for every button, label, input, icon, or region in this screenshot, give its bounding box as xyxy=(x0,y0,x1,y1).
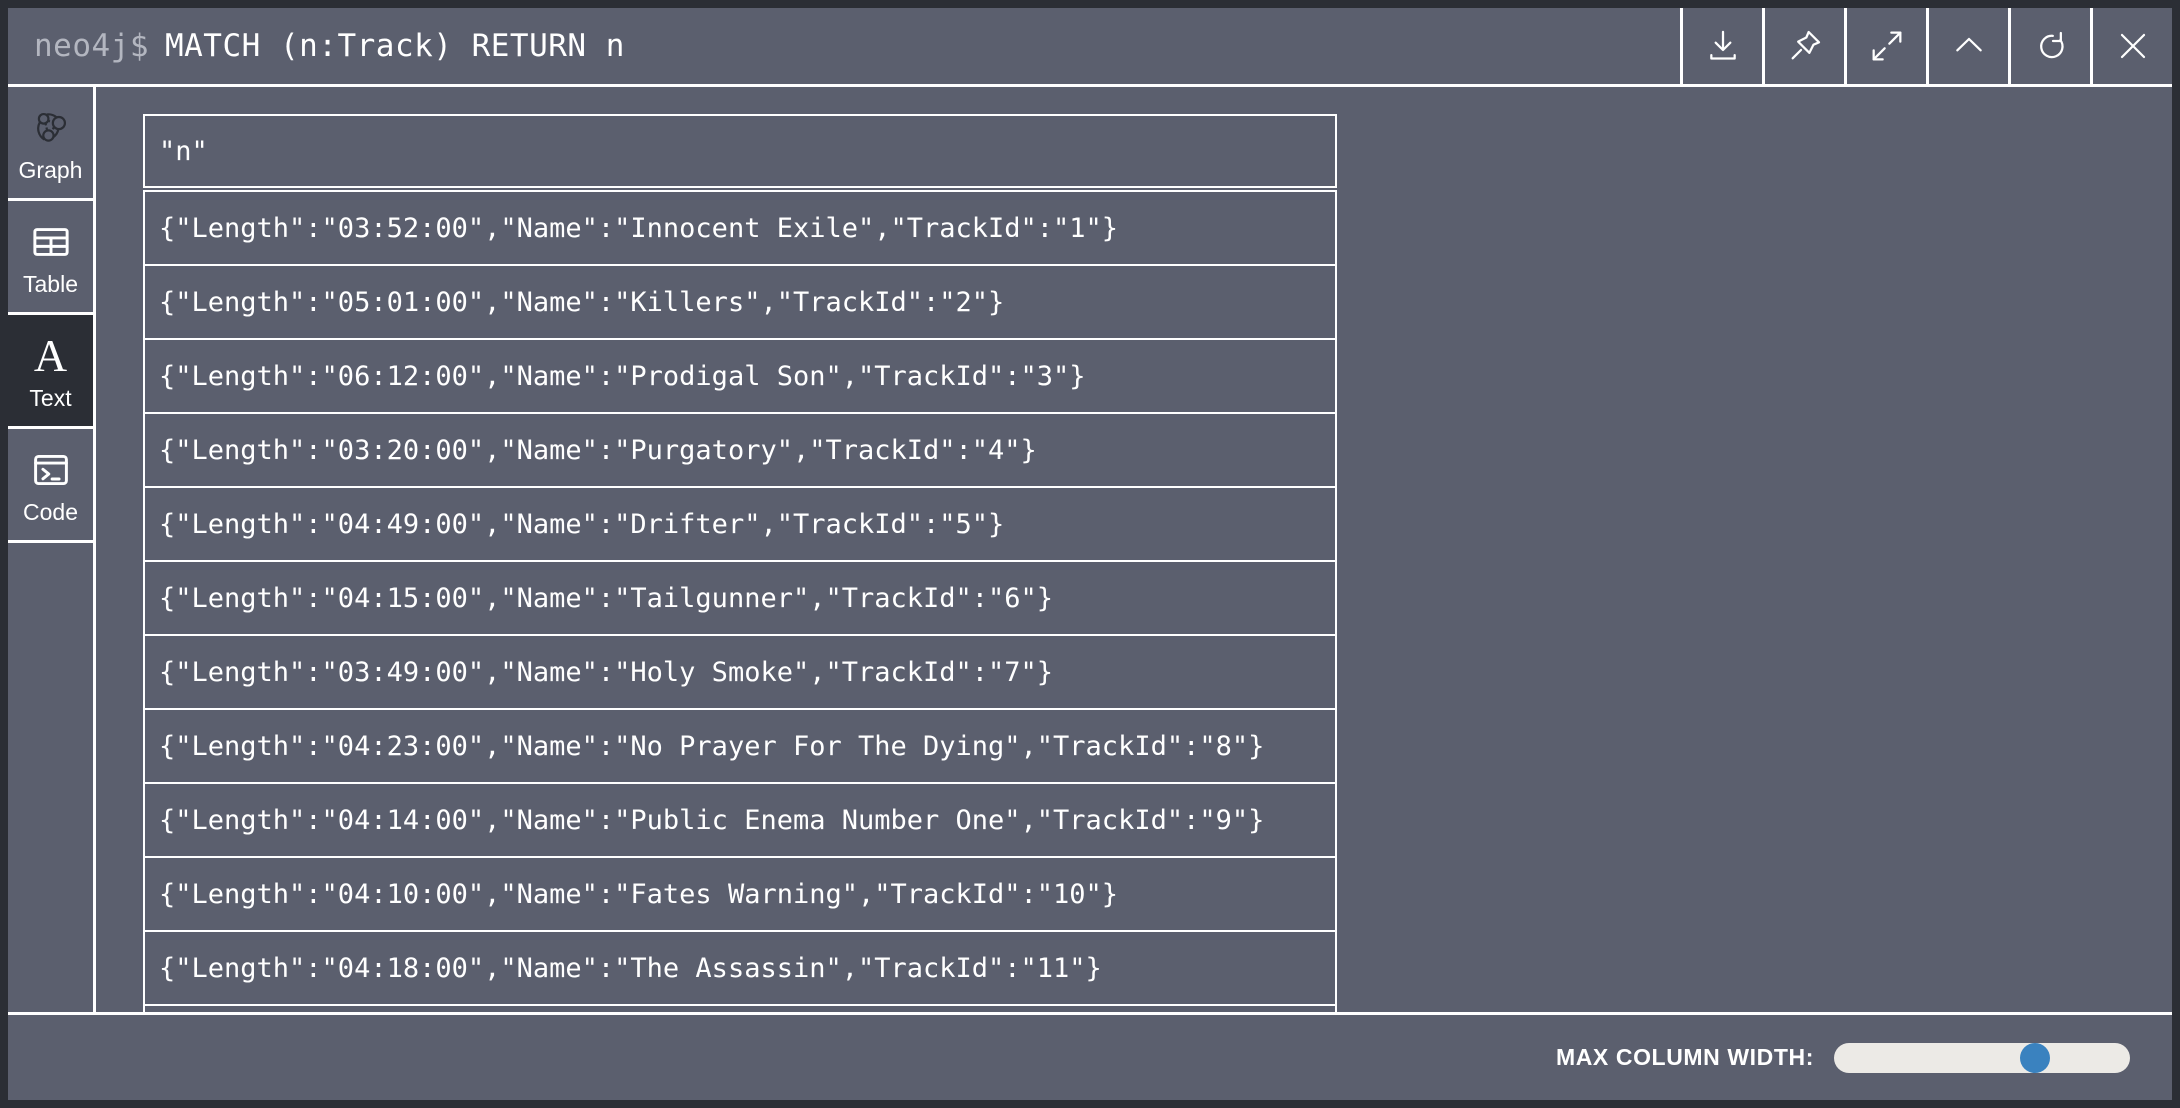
expand-icon xyxy=(1867,26,1907,66)
table-row: {"Length":"04:23:00","Name":"No Prayer F… xyxy=(143,708,1337,784)
view-switcher-sidebar: Graph Table A Text xyxy=(8,87,96,1012)
table-cell: {"Length":"03:52:00","Name":"Innocent Ex… xyxy=(143,188,1337,266)
query-display[interactable]: neo4j$ MATCH (n:Track) RETURN n xyxy=(8,8,1680,84)
close-button[interactable] xyxy=(2090,8,2172,84)
sidebar-item-code[interactable]: Code xyxy=(8,429,93,543)
query-text: MATCH (n:Track) RETURN n xyxy=(164,28,625,64)
sidebar-item-graph-label: Graph xyxy=(18,156,83,183)
table-row: {"Length":"04:15:00","Name":"Tailgunner"… xyxy=(143,560,1337,636)
text-result-scroll[interactable]: "n" {"Length":"03:52:00","Name":"Innocen… xyxy=(143,114,2172,1012)
table-cell: {"Length":"04:49:00","Name":"Drifter","T… xyxy=(143,486,1337,562)
text-result-pane: "n" {"Length":"03:52:00","Name":"Innocen… xyxy=(96,87,2172,1012)
max-column-width-slider[interactable] xyxy=(1834,1042,2130,1073)
table-row: {"Length":"06:12:00","Name":"Prodigal So… xyxy=(143,338,1337,414)
table-cell xyxy=(143,1004,1337,1012)
table-cell: {"Length":"03:20:00","Name":"Purgatory",… xyxy=(143,412,1337,488)
table-row: {"Length":"03:49:00","Name":"Holy Smoke"… xyxy=(143,634,1337,710)
table-row: {"Length":"03:52:00","Name":"Innocent Ex… xyxy=(143,188,1337,266)
table-header-row: "n" xyxy=(143,114,1337,192)
download-button[interactable] xyxy=(1680,8,1762,84)
expand-button[interactable] xyxy=(1844,8,1926,84)
table-row: {"Length":"04:14:00","Name":"Public Enem… xyxy=(143,782,1337,858)
text-result-table: "n" {"Length":"03:52:00","Name":"Innocen… xyxy=(143,114,1337,1012)
table-cell: {"Length":"04:18:00","Name":"The Assassi… xyxy=(143,930,1337,1006)
sidebar-item-text-label: Text xyxy=(29,384,72,411)
sidebar-item-text[interactable]: A Text xyxy=(8,315,93,429)
table-cell: {"Length":"04:23:00","Name":"No Prayer F… xyxy=(143,708,1337,784)
table-row: {"Length":"04:10:00","Name":"Fates Warni… xyxy=(143,856,1337,932)
table-cell: {"Length":"04:15:00","Name":"Tailgunner"… xyxy=(143,560,1337,636)
query-prompt: neo4j$ xyxy=(34,28,149,64)
table-cell: {"Length":"04:10:00","Name":"Fates Warni… xyxy=(143,856,1337,932)
text-icon: A xyxy=(33,329,68,381)
graph-icon xyxy=(29,104,73,152)
titlebar-actions xyxy=(1680,8,2172,84)
result-footer: MAX COLUMN WIDTH: xyxy=(8,1012,2172,1100)
result-frame-titlebar: neo4j$ MATCH (n:Track) RETURN n xyxy=(8,8,2172,87)
rerun-button[interactable] xyxy=(2008,8,2090,84)
table-row: {"Length":"04:18:00","Name":"The Assassi… xyxy=(143,930,1337,1006)
collapse-button[interactable] xyxy=(1926,8,2008,84)
pin-icon xyxy=(1785,26,1825,66)
sidebar-item-table-label: Table xyxy=(23,270,78,297)
chevron-up-icon xyxy=(1949,26,1989,66)
table-row xyxy=(143,1004,1337,1012)
pin-button[interactable] xyxy=(1762,8,1844,84)
sidebar-item-graph[interactable]: Graph xyxy=(8,87,93,201)
table-cell: {"Length":"06:12:00","Name":"Prodigal So… xyxy=(143,338,1337,414)
refresh-icon xyxy=(2031,26,2071,66)
table-head: "n" xyxy=(143,114,1337,192)
column-header-n: "n" xyxy=(143,114,1337,192)
table-cell: {"Length":"03:49:00","Name":"Holy Smoke"… xyxy=(143,634,1337,710)
table-row: {"Length":"04:49:00","Name":"Drifter","T… xyxy=(143,486,1337,562)
table-cell: {"Length":"05:01:00","Name":"Killers","T… xyxy=(143,264,1337,340)
table-icon xyxy=(29,218,73,266)
slider-thumb[interactable] xyxy=(2020,1042,2051,1073)
table-cell: {"Length":"04:14:00","Name":"Public Enem… xyxy=(143,782,1337,858)
table-row: {"Length":"05:01:00","Name":"Killers","T… xyxy=(143,264,1337,340)
neo4j-result-frame: neo4j$ MATCH (n:Track) RETURN n xyxy=(8,8,2172,1100)
sidebar-filler xyxy=(8,543,93,1012)
download-icon xyxy=(1703,26,1743,66)
sidebar-item-code-label: Code xyxy=(23,498,78,525)
table-row: {"Length":"03:20:00","Name":"Purgatory",… xyxy=(143,412,1337,488)
result-body: Graph Table A Text xyxy=(8,87,2172,1012)
sidebar-item-table[interactable]: Table xyxy=(8,201,93,315)
close-icon xyxy=(2113,26,2153,66)
code-icon xyxy=(29,446,73,494)
table-body: {"Length":"03:52:00","Name":"Innocent Ex… xyxy=(143,188,1337,1012)
max-column-width-label: MAX COLUMN WIDTH: xyxy=(1555,1044,1814,1070)
